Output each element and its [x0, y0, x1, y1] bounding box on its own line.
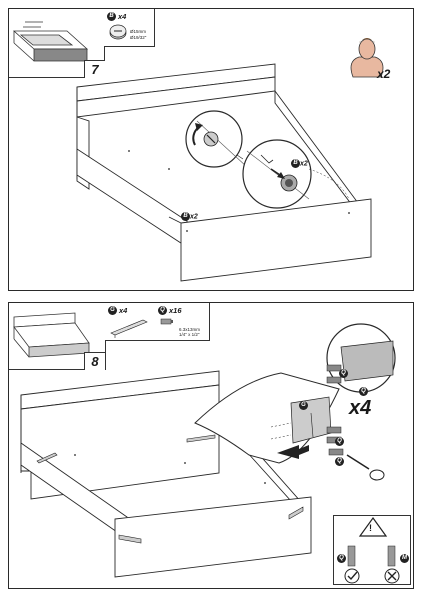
detail-multiplier: x4 — [349, 397, 372, 419]
callout-q-badge-4: Q — [335, 457, 344, 466]
step-8-bed-drawing — [20, 323, 396, 578]
wrong-screw-badge: M — [400, 554, 409, 563]
check-icon — [344, 568, 360, 584]
part-q-quantity: x16 — [169, 306, 182, 315]
bracket-detail-circle — [326, 323, 396, 393]
cam-lock-icon — [109, 24, 127, 40]
part-q-dimension-imperial: 1/4" x 1/2" — [179, 332, 200, 337]
part-q-box: Q x16 6.3x13mm 1/4" x 1/2" — [155, 303, 210, 341]
step-7-people-figure — [350, 38, 384, 78]
step-7-bed-drawing — [76, 63, 372, 282]
part-b-dimension-imperial: Ø19/32" — [130, 35, 147, 40]
callout-b-quantity-lower: x2 — [190, 213, 198, 221]
detail-circle-rotate — [185, 110, 248, 168]
part-q-badge: Q — [158, 306, 167, 315]
screw-icon — [160, 318, 173, 325]
correct-screw-icon — [347, 545, 356, 567]
callout-b-badge-lower: B — [181, 212, 190, 221]
detail-circle-cam — [242, 139, 312, 209]
part-q-dimension-metric: 6.3x13mm — [179, 327, 201, 332]
bracket-icon — [110, 319, 148, 338]
callout-b-badge-upper: B — [291, 159, 300, 168]
part-b-box: B x4 Ø15mm Ø19/32" — [104, 9, 155, 47]
part-g-box: G x4 — [105, 303, 156, 341]
warning-drawing — [344, 516, 400, 584]
step-7-number: 7 — [84, 60, 105, 78]
step-7-panel: 7 B x4 Ø15mm Ø19/32" x2 — [8, 8, 414, 291]
screw-warning-box: ! Q M — [333, 515, 411, 585]
callout-q-badge-1: Q — [339, 369, 348, 378]
step-8-number: 8 — [84, 352, 105, 370]
drawer-thumbnail-drawing — [12, 21, 89, 62]
callout-b-quantity-upper: x2 — [300, 160, 308, 168]
part-b-badge: B — [107, 12, 116, 21]
step-7-thumbnail: 7 — [9, 9, 105, 78]
correct-screw-badge: Q — [337, 554, 346, 563]
part-b-dimension-metric: Ø15mm — [130, 29, 147, 34]
part-g-quantity: x4 — [119, 306, 128, 315]
people-count: x2 — [377, 67, 391, 81]
callout-g-badge: G — [299, 401, 308, 410]
person-icon — [350, 38, 384, 78]
callout-q-badge-2: Q — [359, 387, 368, 396]
part-b-quantity: x4 — [118, 12, 127, 21]
wrong-screw-icon — [387, 545, 396, 567]
warning-triangle-icon — [358, 516, 388, 537]
bed-thumbnail-drawing — [13, 312, 90, 358]
callout-q-badge-3: Q — [335, 437, 344, 446]
warning-symbol: ! — [369, 523, 372, 533]
part-g-badge: G — [108, 306, 117, 315]
step-8-panel: 8 G x4 Q x16 6.3x13mm 1/4" x 1/2" — [8, 302, 414, 589]
